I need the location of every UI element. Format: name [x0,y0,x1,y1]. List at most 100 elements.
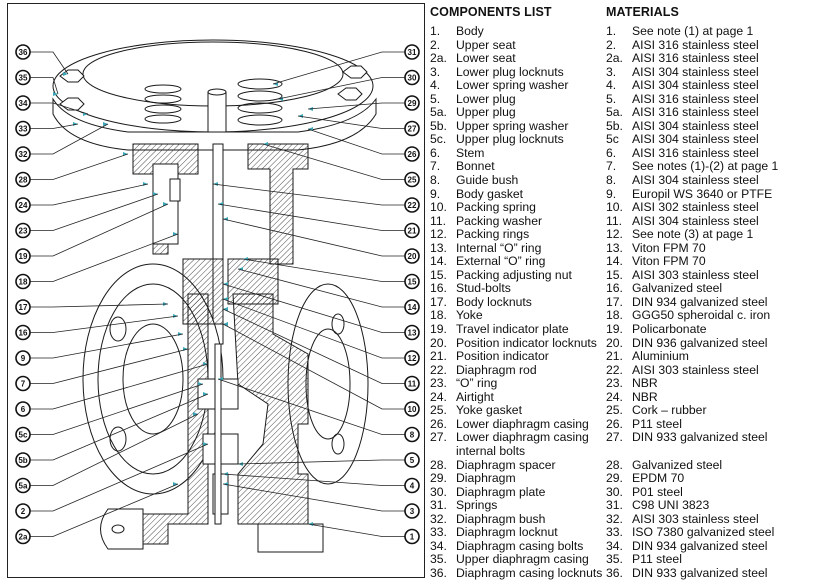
material-item-label: C98 UNI 3823 [632,498,710,513]
leader-line [30,102,89,115]
component-item: 18.Yoke [430,309,606,323]
callout-bubble: 27 [404,120,420,137]
component-item: 13.Internal “O” ring [430,241,606,256]
material-item-label: Europil WS 3640 or PTFE [632,186,773,201]
leader-line [307,523,405,537]
material-item-number: 11. [606,213,623,228]
material-item: 14.Viton FPM 70 [606,255,818,269]
component-item: 9.Body gasket [430,187,606,202]
callout-number: 5 [410,456,415,465]
material-item-label: AISI 316 stainless steel [632,37,759,52]
component-item: 21.Position indicator [430,350,606,364]
component-item: 6.Stem [430,145,606,161]
component-item-label: Lower seat [456,51,516,66]
component-item-number: 22. [430,362,447,377]
material-item-number: 12. [606,227,623,242]
callout-bubble: 25 [404,171,420,188]
material-item: 11.AISI 304 stainless steel [606,213,818,229]
component-item-label: Bonnet [456,159,495,174]
component-item: 16.Stud-bolts [430,282,606,296]
component-item-label: Springs [456,498,498,513]
component-item-label: Packing washer [456,213,543,228]
component-item-number: 14. [430,254,447,269]
material-item-label: Galvanized steel [632,457,723,472]
leader-line [30,77,59,95]
callout-number: 26 [408,150,417,159]
material-item-label: Aluminium [632,349,689,364]
component-item-label: Lower spring washer [456,78,569,93]
component-item: 30.Diaphragm plate [430,484,606,500]
material-item-number: 31. [606,498,623,513]
materials-list-title: MATERIALS [606,5,679,19]
springs-drawing [144,78,283,126]
leader-line [237,268,405,308]
callout-number: 36 [19,48,28,57]
leader-line [30,333,184,359]
material-item-number: 26. [606,416,623,431]
callout-bubble: 5 [404,452,420,468]
leader-line [30,303,169,308]
callout-number: 25 [408,176,417,185]
component-item: 20.Position indicator locknuts [430,335,606,351]
leader-line [222,473,405,486]
material-item-number: 9. [606,186,617,201]
callout-bubble: 35 [15,69,31,86]
yoke [132,143,309,345]
material-item: 16.Galvanized steel [606,282,818,296]
leader-line [307,128,405,155]
component-item-number: 25. [430,403,447,418]
material-item: 7.See notes (1)-(2) at page 1 [606,160,818,174]
callout-bubble: 18 [15,273,31,290]
material-item: 3.AISI 304 stainless steel [606,65,818,80]
callout-bubble: 32 [15,146,31,162]
component-item: 3.Lower plug locknuts [430,65,606,80]
component-item: 2.Upper seat [430,38,606,53]
callout-bubble: 13 [404,324,420,341]
callout-number: 28 [19,176,28,185]
material-item-label: NBR [632,389,658,404]
component-item: 17.Body locknuts [430,295,606,310]
component-item-number: 4. [430,78,441,93]
material-item: 5.AISI 316 stainless steel [606,92,818,107]
component-item-label: External “O” ring [456,254,546,269]
material-item: 33.ISO 7380 galvanized steel [606,526,818,540]
callout-number: 24 [19,201,28,210]
leader-line [30,348,189,384]
component-item: 5c.Upper plug locknuts [430,133,606,147]
material-item-number: 28. [606,457,623,472]
callout-bubble: 20 [404,248,420,264]
component-item: 29.Diaphragm [430,471,606,486]
callout-bubble: 17 [15,299,31,315]
callout-bubble: 33 [15,120,31,137]
component-item-label: Diaphragm spacer [456,457,556,472]
component-item-number: 20. [430,335,447,350]
component-item-label: Diaphragm plate [456,484,546,499]
leader-line [272,51,405,85]
leader-line [277,77,405,100]
pointer-arrow [53,92,58,96]
material-item-number: 21. [606,349,623,364]
material-item-number: 10. [606,200,623,215]
component-item-label: Travel indicator plate [456,322,569,337]
material-item: 27.DIN 933 galvanized steel [606,431,818,445]
material-item-number: 6. [606,145,617,160]
component-item-label: Stem [456,145,485,160]
callout-bubble: 26 [404,146,420,162]
pointer-arrow [203,442,208,446]
callout-bubble: 30 [404,69,420,86]
material-item-label: AISI 304 stainless steel [632,173,759,188]
pointer-arrow [163,202,168,206]
material-item: 36.DIN 933 galvanized steel [606,565,818,581]
component-item-number: 7. [430,159,441,174]
material-item-number: 36. [606,565,623,580]
component-item-number: 15. [430,267,447,282]
component-item-number: 26. [430,416,447,431]
component-item-label: Upper plug locknuts [456,132,564,147]
material-item: 31. C98 UNI 3823 [606,499,818,513]
component-item: 5a.Upper plug [430,106,606,120]
material-item-label: Cork – rubber [632,403,707,418]
material-item: 2.AISI 316 stainless steel [606,37,818,53]
component-item-number: 21. [430,349,447,364]
